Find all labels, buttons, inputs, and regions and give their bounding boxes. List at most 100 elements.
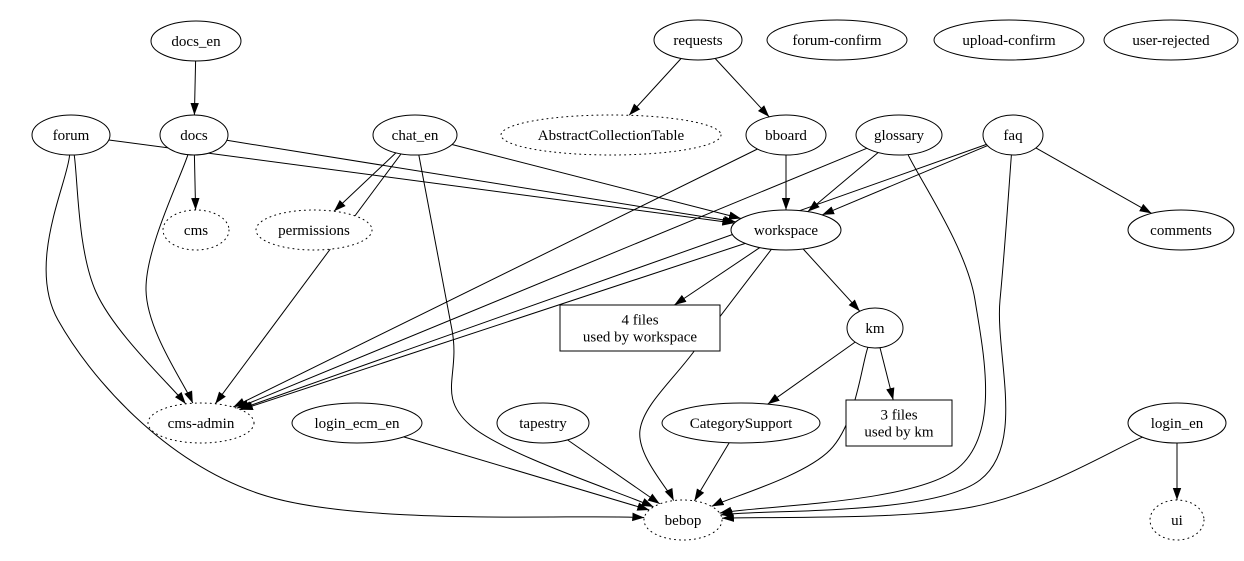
node-shape-ellipse [147, 402, 255, 444]
node-bebop: bebop [643, 499, 723, 541]
node-chat_en: chat_en [372, 114, 458, 156]
node-label-bboard: bboard [765, 128, 807, 144]
edge-docs-workspace [226, 139, 736, 225]
node-shape-ellipse [933, 19, 1085, 61]
edge-docs-cms [191, 154, 200, 211]
edge-faq-cms-admin [239, 143, 987, 410]
node-CategorySupport: CategorySupport [661, 402, 821, 444]
edge-chat_en-bebop [418, 154, 654, 508]
node-label-workspace: workspace [754, 223, 818, 239]
node-shape-ellipse [766, 19, 908, 61]
edge-bboard-cms-admin [232, 148, 758, 408]
node-shape-ellipse [1103, 19, 1239, 61]
edge-workspace-files_workspace [674, 247, 761, 306]
node-cms-admin: cms-admin [147, 402, 255, 444]
edge-workspace-cms-admin [240, 242, 746, 411]
node-shape-ellipse [372, 114, 458, 156]
edges-layer [45, 58, 1182, 522]
edge-docs-cms-admin [145, 154, 194, 404]
node-shape-ellipse [500, 114, 722, 156]
node-upload-confirm: upload-confirm [933, 19, 1085, 61]
node-label-CategorySupport: CategorySupport [690, 416, 793, 432]
node-cms: cms [162, 209, 230, 251]
node-label-tapestry: tapestry [519, 416, 567, 432]
edge-chat_en-workspace [451, 144, 742, 220]
node-label-files_workspace: used by workspace [583, 330, 697, 346]
node-label-files_workspace: 4 files [621, 313, 658, 329]
node-label-login_en: login_en [1151, 416, 1204, 432]
node-shape-box [845, 399, 953, 447]
node-shape-ellipse [1127, 402, 1227, 444]
node-user-rejected: user-rejected [1103, 19, 1239, 61]
edge-CategorySupport-bebop [693, 442, 730, 502]
edge-km-CategorySupport [767, 341, 856, 405]
node-label-ui: ui [1171, 513, 1183, 529]
node-faq: faq [982, 114, 1044, 156]
node-glossary: glossary [855, 114, 943, 156]
node-tapestry: tapestry [496, 402, 590, 444]
node-shape-ellipse [159, 114, 229, 156]
edge-km-bebop [711, 347, 869, 507]
edge-chat_en-cms-admin [214, 153, 402, 404]
node-forum-confirm: forum-confirm [766, 19, 908, 61]
node-label-login_ecm_en: login_ecm_en [315, 416, 400, 432]
node-label-files_km: used by km [864, 425, 933, 441]
node-AbstractCollectionTable: AbstractCollectionTable [500, 114, 722, 156]
node-label-docs_en: docs_en [171, 34, 221, 50]
node-docs_en: docs_en [150, 20, 242, 62]
edge-workspace-km [802, 248, 861, 312]
node-label-upload-confirm: upload-confirm [962, 33, 1056, 49]
node-label-comments: comments [1150, 223, 1212, 239]
nodes-layer: docs_en requests forum-confirm upload-confi… [31, 19, 1239, 541]
node-label-docs: docs [180, 128, 208, 144]
node-label-permissions: permissions [278, 223, 350, 239]
node-login_en: login_en [1127, 402, 1227, 444]
node-label-glossary: glossary [874, 128, 924, 144]
edge-glossary-bebop [719, 154, 987, 516]
edge-forum-workspace [108, 139, 735, 226]
node-label-forum-confirm: forum-confirm [792, 33, 881, 49]
node-label-cms: cms [184, 223, 208, 239]
node-permissions: permissions [255, 209, 373, 251]
edge-glossary-workspace [807, 152, 879, 212]
node-label-faq: faq [1003, 128, 1023, 144]
node-shape-ellipse [643, 499, 723, 541]
node-shape-ellipse [745, 114, 827, 156]
node-label-requests: requests [673, 33, 722, 49]
edge-faq-workspace [821, 145, 988, 216]
node-km: km [846, 307, 904, 349]
edge-requests-bboard [714, 58, 770, 118]
node-label-bebop: bebop [665, 513, 702, 529]
edge-km-files_km [879, 347, 895, 401]
node-shape-ellipse [1149, 499, 1205, 541]
node-shape-ellipse [291, 402, 423, 444]
edge-docs_en-docs [190, 60, 199, 116]
node-shape-ellipse [661, 402, 821, 444]
node-shape-ellipse [653, 19, 743, 61]
node-label-AbstractCollectionTable: AbstractCollectionTable [538, 128, 685, 144]
edge-requests-AbstractCollectionTable [628, 58, 682, 116]
node-label-chat_en: chat_en [392, 128, 439, 144]
node-shape-ellipse [846, 307, 904, 349]
node-workspace: workspace [730, 209, 842, 251]
node-shape-ellipse [496, 402, 590, 444]
node-login_ecm_en: login_ecm_en [291, 402, 423, 444]
edge-forum-bebop [45, 154, 645, 522]
node-bboard: bboard [745, 114, 827, 156]
edge-faq-bebop [720, 154, 1012, 518]
node-label-cms-admin: cms-admin [168, 416, 235, 432]
edge-tapestry-bebop [567, 439, 661, 505]
node-shape-ellipse [982, 114, 1044, 156]
node-requests: requests [653, 19, 743, 61]
edge-glossary-cms-admin [236, 147, 867, 409]
node-label-user-rejected: user-rejected [1132, 33, 1210, 49]
node-docs: docs [159, 114, 229, 156]
node-shape-ellipse [1127, 209, 1235, 251]
node-shape-ellipse [150, 20, 242, 62]
edge-chat_en-permissions [333, 152, 397, 212]
node-label-files_km: 3 files [880, 408, 917, 424]
node-shape-ellipse [31, 114, 111, 156]
